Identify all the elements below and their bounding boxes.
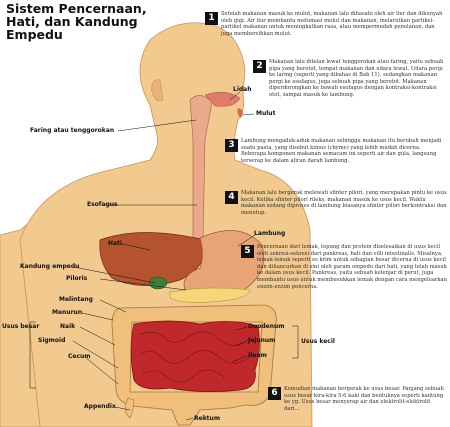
label-naik: Naik: [60, 323, 76, 330]
label-usus-besar: Usus besar: [2, 323, 40, 330]
step-badge-1: 1: [205, 12, 218, 25]
label-esofagus: Esofagus: [87, 201, 118, 208]
label-usus-kecil: Usus kecil: [301, 338, 335, 345]
label-rektum: Rektum: [194, 415, 221, 422]
step-text-3: Lambung mengaduk-aduk makanan sehingga m…: [241, 138, 442, 164]
label-jejunum: Jejunum: [248, 337, 276, 344]
label-ileum: Ileum: [248, 352, 267, 359]
page-title: Sistem Pencernaan, Hati, dan Kandung Emp…: [6, 1, 147, 42]
label-lidah: Lidah: [233, 86, 252, 93]
intestine-loops: [139, 331, 251, 383]
step-badge-2: 2: [253, 60, 266, 73]
step-text-6: Kemudian makanan bergerak ke usus besar.…: [284, 386, 444, 412]
lips: [237, 108, 243, 118]
liver-shape: [99, 232, 207, 286]
label-mulut: Mulut: [256, 110, 276, 117]
label-sigmoid: Sigmoid: [38, 337, 66, 344]
step-badge-5: 5: [241, 245, 254, 258]
step-text-2: Makanan lalu ditelan lewat tenggorokan a…: [269, 59, 444, 98]
label-cecum: Cecum: [68, 353, 91, 360]
step-badge-3: 3: [225, 139, 238, 152]
step-text-4: Makanan lalu bergerak melewati sfinter p…: [241, 190, 447, 216]
appendix-shape: [125, 397, 135, 419]
label-piloris: Piloris: [66, 275, 88, 282]
step-text-1: Setelah makanan masuk ke mulut, makanan …: [221, 11, 443, 37]
tongue-shape: [204, 91, 241, 107]
step-badge-4: 4: [225, 191, 238, 204]
small-intestine-shape: [130, 320, 260, 392]
step-badge-6: 6: [268, 387, 281, 400]
label-menurun: Menurun: [52, 309, 83, 316]
leader-lines: [29, 91, 299, 421]
label-faring: Faring atau tenggorokan: [30, 127, 115, 134]
step-text-5: Pencernaan dari lemak, tepung dan protei…: [257, 244, 447, 290]
label-melintang: Melintang: [59, 296, 93, 303]
label-lambung: Lambung: [254, 230, 286, 237]
label-hati: Hati: [108, 240, 122, 247]
label-duodenum: Duodenum: [248, 323, 285, 330]
pancreas-shape: [169, 287, 251, 303]
label-appendix: Appendix: [84, 403, 116, 410]
ear: [151, 79, 164, 102]
label-kandung-empedu: Kandung empedu: [20, 263, 80, 270]
